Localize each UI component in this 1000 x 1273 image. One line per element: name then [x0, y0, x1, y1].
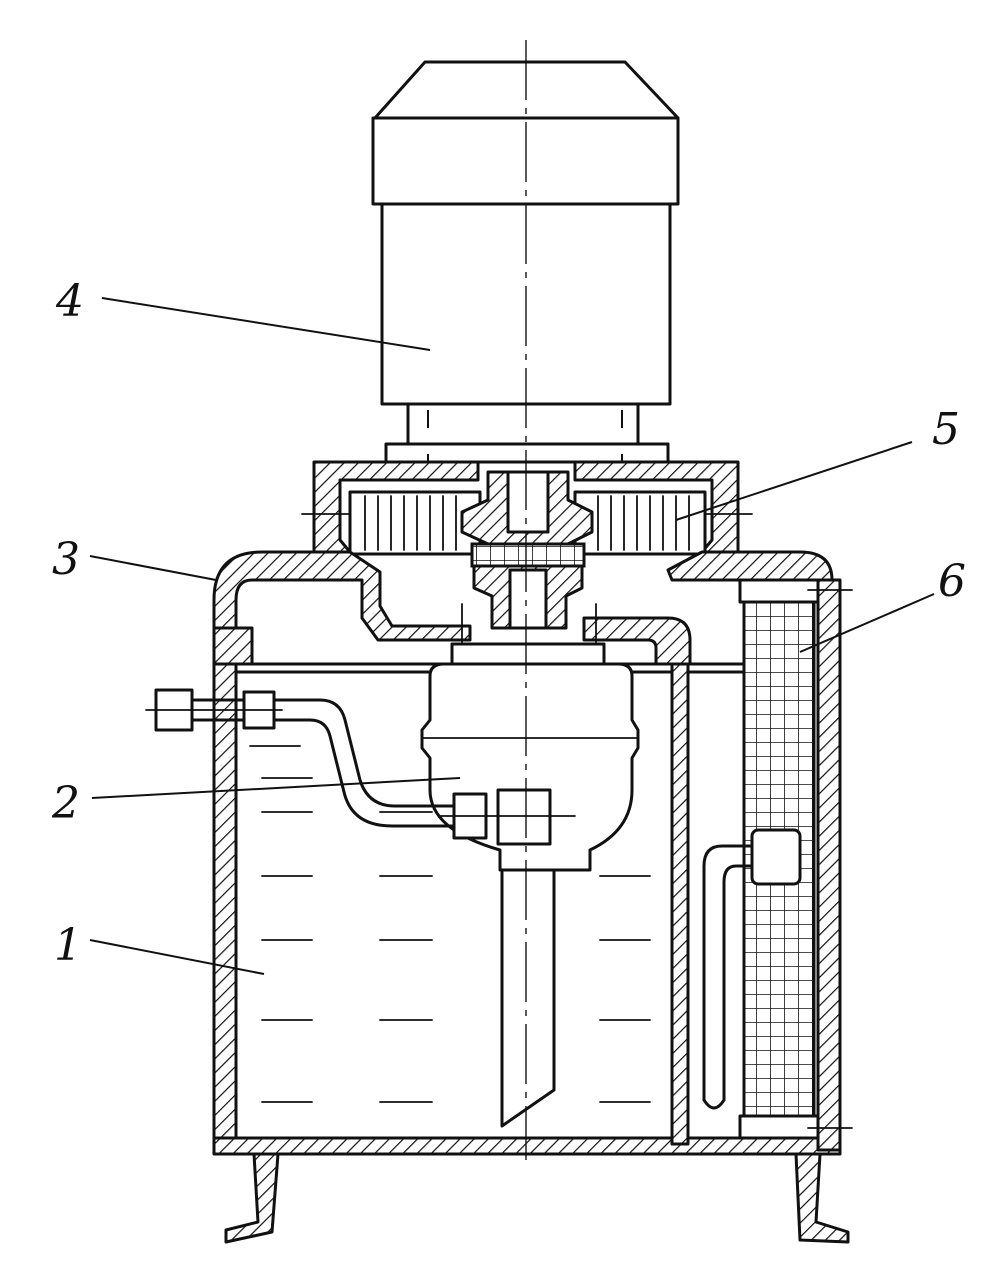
return-pipe: [702, 844, 754, 1102]
filter-top-cap: [738, 578, 820, 604]
oil-tank: [212, 578, 850, 1244]
pressure-pipe-inner: [188, 718, 456, 828]
leader-4: [101, 297, 431, 351]
tank-partition-wall: [670, 662, 690, 1146]
callout-coupling: 5: [932, 404, 960, 455]
leader-2: [91, 777, 461, 799]
cover-left-section: [212, 550, 472, 642]
pressure-line: [145, 688, 456, 828]
filter-bottom-cap: [738, 1114, 820, 1140]
coupling-left-half: [348, 490, 482, 556]
pump-pressure-fitting: [496, 788, 552, 846]
tank-right-leg: [794, 1152, 850, 1244]
leader-6: [799, 593, 935, 653]
return-pipe-end: [702, 1098, 726, 1110]
motor-flange-neck: [406, 402, 640, 446]
return-fitting: [750, 828, 802, 886]
callout-leaders: [89, 297, 935, 975]
leader-3: [89, 555, 217, 581]
tank-cover: [212, 550, 834, 677]
cover-left-flange: [212, 626, 254, 666]
callout-motor: 4: [55, 276, 84, 327]
callout-pump: 2: [51, 778, 80, 829]
filter-assembly: [702, 578, 853, 1140]
tank-left-leg: [224, 1152, 280, 1244]
callout-filter: 6: [938, 556, 966, 607]
coupling-shaft-bore: [506, 470, 550, 534]
coupling-left-teeth: [364, 495, 457, 551]
coupling-right-half: [573, 490, 707, 556]
pump: [420, 642, 640, 1128]
pump-shaft-bore: [508, 568, 548, 630]
pump-suction-pipe: [500, 868, 556, 1128]
callout-cover: 3: [52, 534, 80, 585]
pressure-pipe-outer: [188, 698, 456, 808]
tank-left-wall: [212, 662, 238, 1154]
coupling-assembly: [301, 460, 753, 630]
coupling-elastic-insert: [470, 542, 586, 568]
callout-tank: 1: [54, 920, 82, 971]
leader-5: [675, 441, 913, 521]
coupling-right-teeth: [597, 495, 690, 551]
leader-1: [89, 939, 265, 975]
tank-bottom: [212, 1136, 842, 1156]
oil-level-marks: [249, 745, 651, 1103]
coupling-housing-right-wall: [573, 460, 740, 554]
tank-right-wall: [816, 578, 842, 1152]
motor-base-plate: [384, 442, 670, 464]
